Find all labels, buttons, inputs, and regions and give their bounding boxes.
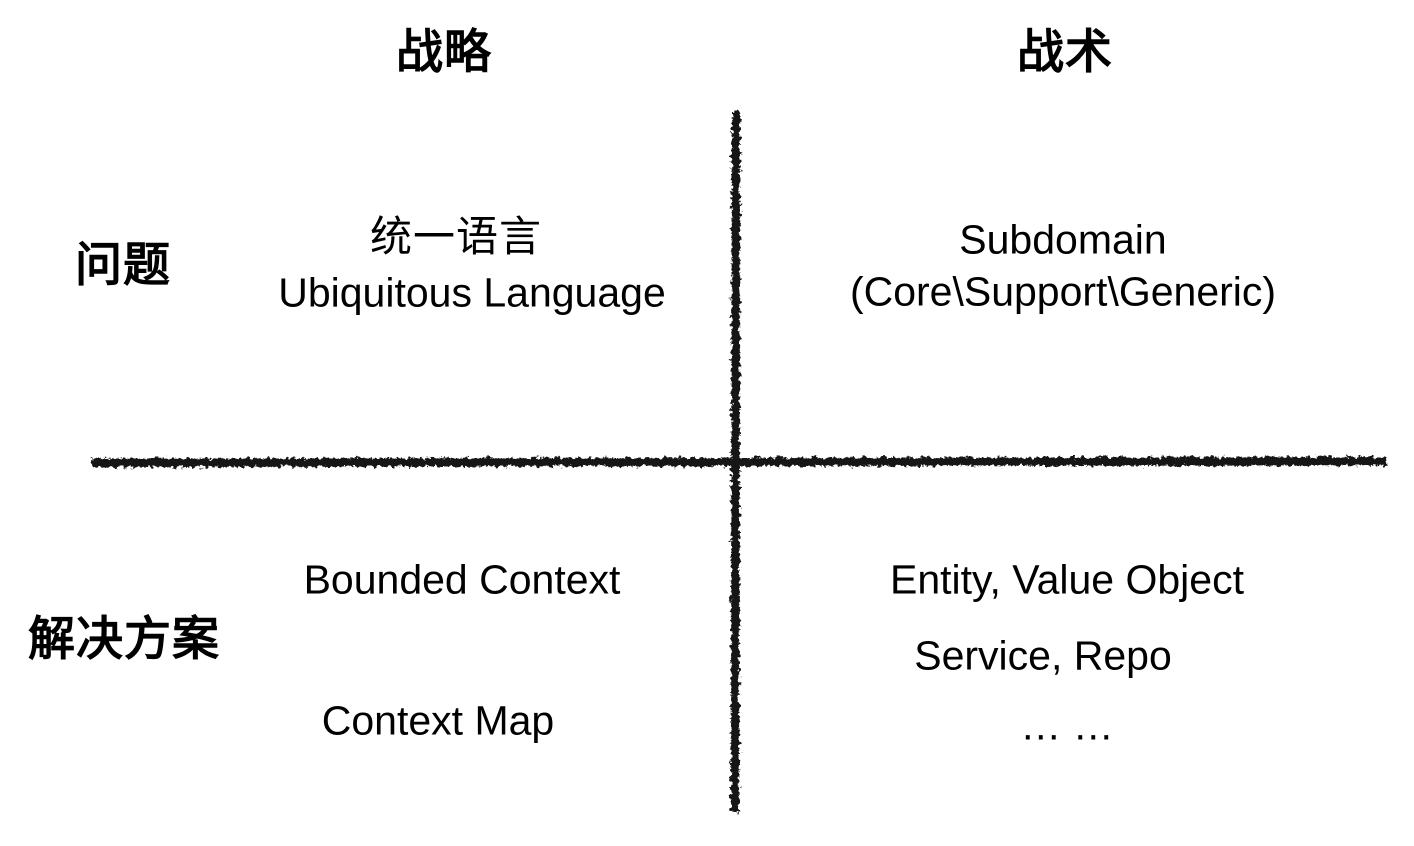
cell-solution-strategy-line-2: Context Map: [321, 697, 555, 744]
cell-problem-tactics-line-1: Subdomain: [959, 216, 1167, 263]
cell-solution-tactics-line-3: … …: [1020, 702, 1114, 749]
column-header-strategy: 战略: [396, 25, 492, 79]
cell-solution-tactics-line-1: Entity, Value Object: [890, 556, 1244, 603]
row-header-solution: 解决方案: [28, 612, 220, 666]
column-header-tactics: 战术: [1017, 25, 1113, 79]
vertical-axis-line-overlay: [732, 113, 739, 811]
cell-problem-strategy-line-2: Ubiquitous Language: [278, 269, 666, 316]
vertical-axis-line: [731, 111, 740, 813]
cell-solution-strategy-line-1: Bounded Context: [303, 556, 621, 603]
cell-problem-strategy-line-1: 统一语言: [369, 212, 543, 260]
cell-solution-tactics-line-2: Service, Repo: [914, 632, 1172, 679]
row-header-problem: 问题: [75, 238, 171, 292]
cell-problem-tactics-line-2: (Core\Support\Generic): [849, 268, 1277, 315]
horizontal-axis-line: [91, 457, 1387, 467]
